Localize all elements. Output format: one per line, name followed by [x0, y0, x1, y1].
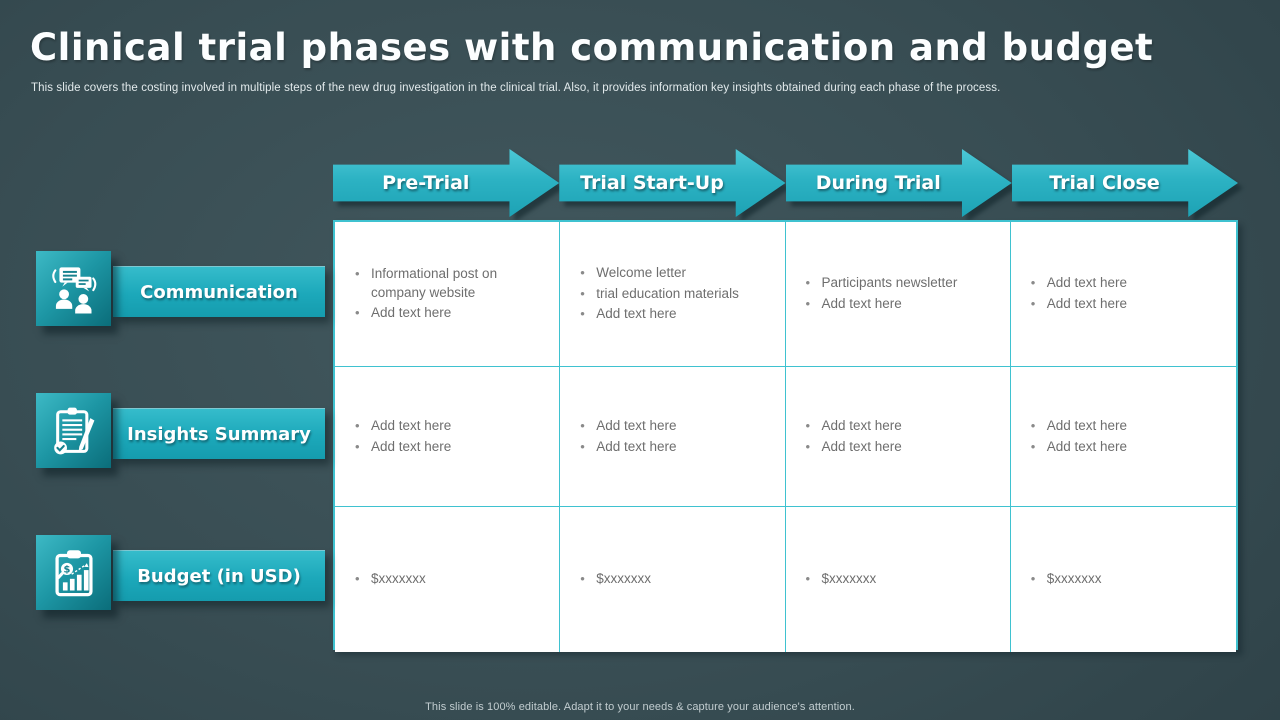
bullet-item[interactable]: Add text here — [804, 417, 996, 436]
row-header-communication: Communication — [36, 251, 328, 327]
bullet-item[interactable]: $xxxxxxx — [1029, 570, 1222, 589]
bullet-item[interactable]: $xxxxxxx — [804, 570, 996, 589]
budget-icon-tile: $ — [36, 535, 111, 610]
table-cell-insights-trial-start-up: Add text here Add text here — [560, 367, 786, 507]
bullet-item[interactable]: Add text here — [1029, 438, 1222, 457]
slide-footer-note: This slide is 100% editable. Adapt it to… — [425, 701, 855, 713]
insights-icon-tile — [36, 393, 111, 468]
bullet-item[interactable]: Add text here — [353, 417, 545, 436]
bullet-item[interactable]: $xxxxxxx — [578, 570, 770, 589]
phase-arrow-pre-trial: Pre-Trial — [333, 149, 560, 217]
phase-arrow-during-trial: During Trial — [785, 149, 1012, 217]
bullet-item[interactable]: Add text here — [1029, 295, 1222, 314]
table-cell-communication-pre-trial: Informational post on company website Ad… — [335, 222, 561, 367]
bullet-item[interactable]: Add text here — [1029, 274, 1222, 293]
row-header-insights-summary: Insights Summary — [36, 393, 328, 469]
phase-arrow-trial-close: Trial Close — [1011, 149, 1238, 217]
bullet-item[interactable]: Add text here — [804, 438, 996, 457]
table-cell-insights-trial-close: Add text here Add text here — [1010, 367, 1236, 507]
table-cell-communication-trial-start-up: Welcome letter trial education materials… — [560, 222, 786, 367]
phase-label: Pre-Trial — [382, 172, 470, 194]
bullet-item[interactable]: Add text here — [578, 417, 770, 436]
notepad-pencil-icon — [53, 407, 94, 454]
row-label-insights-summary: Insights Summary — [113, 408, 325, 459]
table-cell-insights-during-trial: Add text here Add text here — [785, 367, 1011, 507]
bullet-item[interactable]: Add text here — [1029, 417, 1222, 436]
table-cell-communication-during-trial: Participants newsletter Add text here — [785, 222, 1011, 367]
bullet-item[interactable]: $xxxxxxx — [353, 570, 545, 589]
bullet-item[interactable]: Add text here — [804, 295, 996, 314]
budget-clipboard-icon: $ — [54, 549, 93, 596]
row-label-budget: Budget (in USD) — [113, 550, 325, 601]
bullet-item[interactable]: Add text here — [353, 304, 545, 323]
row-label-communication: Communication — [113, 266, 325, 317]
phase-label: During Trial — [815, 172, 941, 194]
phase-label: Trial Close — [1049, 172, 1160, 194]
phase-header-row: Pre-Trial Trial Start-Up During Trial Tr… — [333, 149, 1238, 217]
row-header-budget: $ Budget (in USD) — [36, 535, 328, 611]
people-chat-icon — [51, 266, 96, 313]
row-label-text: Insights Summary — [127, 423, 311, 445]
bullet-item[interactable]: Participants newsletter — [804, 274, 996, 293]
table-cell-budget-trial-close: $xxxxxxx — [1010, 507, 1236, 652]
content-table: Informational post on company website Ad… — [333, 220, 1238, 652]
table-cell-insights-pre-trial: Add text here Add text here — [335, 367, 561, 507]
bullet-item[interactable]: Informational post on company website — [353, 265, 545, 303]
row-label-text: Budget (in USD) — [137, 565, 301, 587]
table-cell-communication-trial-close: Add text here Add text here — [1010, 222, 1236, 367]
communication-icon-tile — [36, 251, 111, 326]
phase-label: Trial Start-Up — [580, 172, 724, 194]
bullet-item[interactable]: Add text here — [353, 438, 545, 457]
bullet-item[interactable]: Welcome letter — [578, 264, 770, 283]
table-cell-budget-trial-start-up: $xxxxxxx — [560, 507, 786, 652]
bullet-item[interactable]: trial education materials — [578, 285, 770, 304]
page-title: Clinical trial phases with communication… — [30, 26, 1154, 69]
row-label-text: Communication — [140, 281, 298, 303]
bullet-item[interactable]: Add text here — [578, 438, 770, 457]
phase-arrow-trial-start-up: Trial Start-Up — [559, 149, 786, 217]
table-cell-budget-during-trial: $xxxxxxx — [785, 507, 1011, 652]
slide-subtitle: This slide covers the costing involved i… — [31, 82, 1001, 94]
svg-text:$: $ — [63, 564, 70, 575]
table-cell-budget-pre-trial: $xxxxxxx — [335, 507, 561, 652]
bullet-item[interactable]: Add text here — [578, 305, 770, 324]
